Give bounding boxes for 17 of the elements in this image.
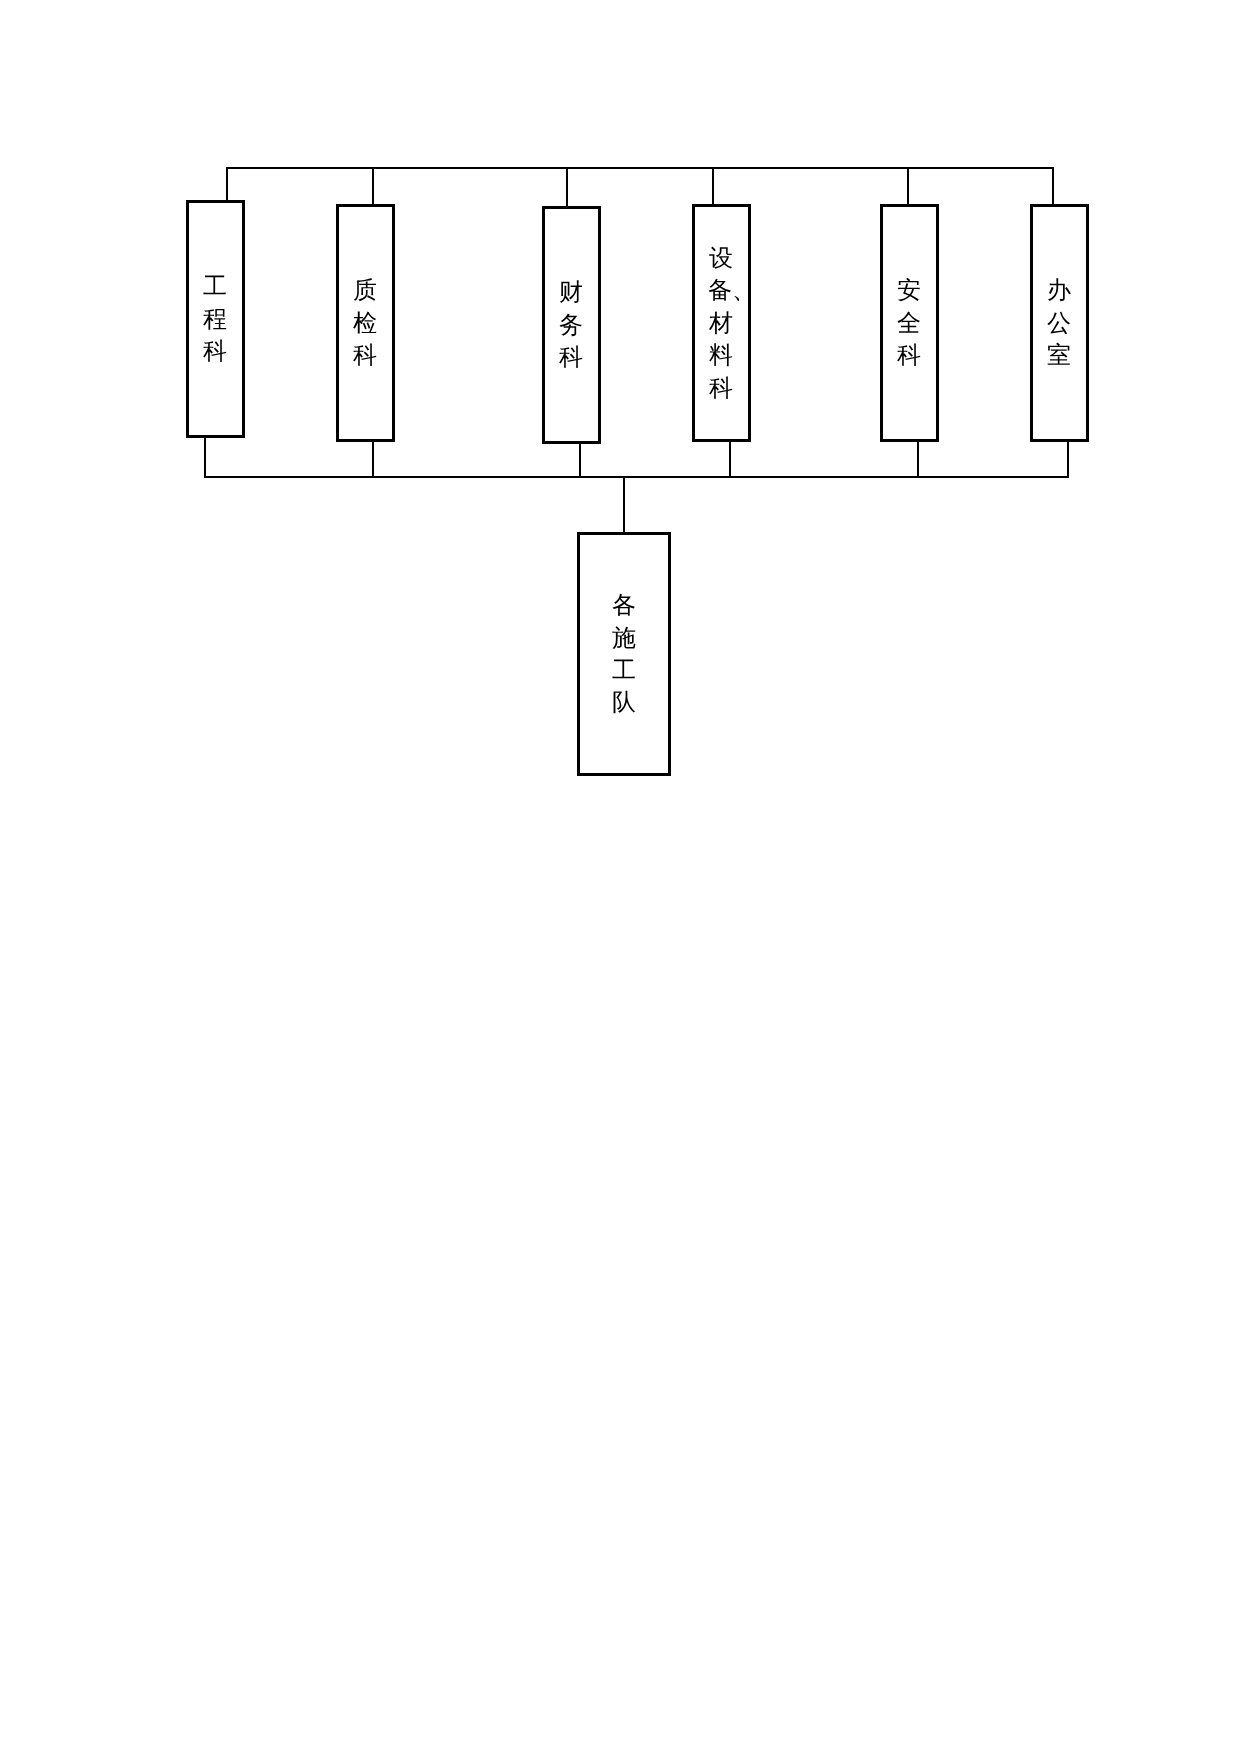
team-box <box>577 532 671 776</box>
department-box <box>692 204 751 442</box>
connector-line <box>907 167 1054 205</box>
department-box <box>336 204 395 442</box>
department-name: 质检科 <box>352 275 379 372</box>
department-box <box>186 200 245 438</box>
connector-line <box>566 167 714 207</box>
department-name: 各施工队 <box>611 590 637 719</box>
connector-line <box>712 167 909 205</box>
department-name: 办公室 <box>1046 275 1073 372</box>
department-box <box>880 204 939 442</box>
department-name: 财务科 <box>558 277 585 374</box>
department-box <box>542 206 601 444</box>
connector-line <box>372 167 568 207</box>
department-box <box>1030 204 1089 442</box>
department-name: 工程科 <box>202 271 229 368</box>
department-name: 安全科 <box>896 275 923 372</box>
